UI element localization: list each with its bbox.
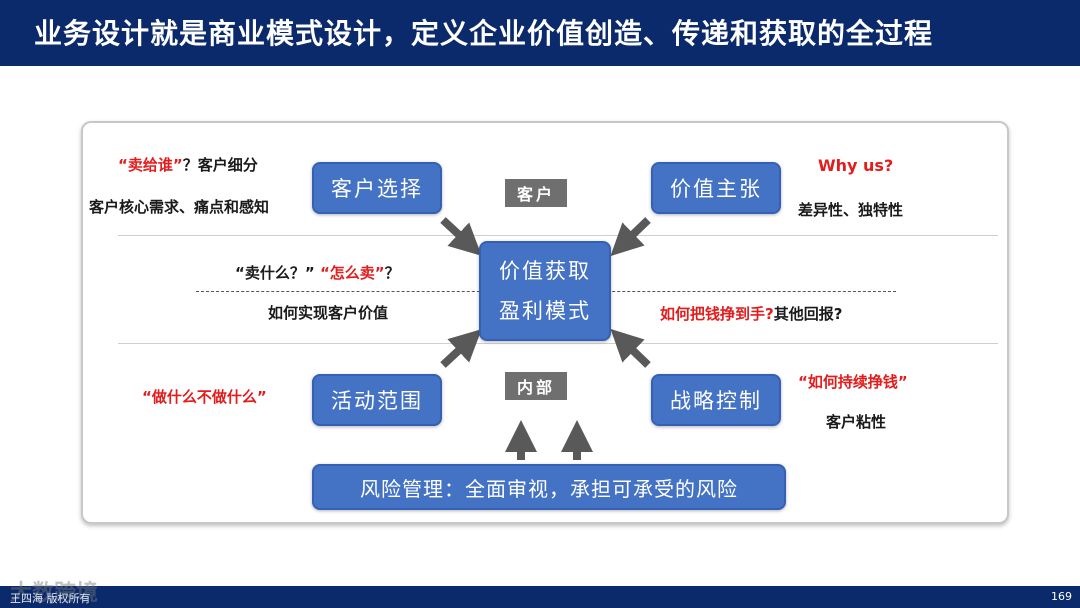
strategic-control-box: 战略控制 [651,374,781,426]
arrow-icon [610,217,651,257]
page-title: 业务设计就是商业模式设计，定义企业价值创造、传递和获取的全过程 [34,17,934,50]
arrow-icon [440,217,482,256]
title-bar: 业务设计就是商业模式设计，定义企业价值创造、传递和获取的全过程 [0,0,1080,66]
internal-tag: 内部 [505,372,567,400]
value-proposition-box: 价值主张 [651,162,781,214]
sell-to-whom-annotation: “卖给谁”？客户细分 [118,156,258,174]
separator-bottom [118,343,998,344]
sustain-earning-annotation: “如何持续挣钱” [798,373,908,391]
differentiation-annotation: 差异性、独特性 [798,201,904,219]
value-proposition-label: 价值主张 [670,177,762,201]
why-us-annotation: Why us? [818,156,894,175]
sell-what-annotation: “卖什么？” “怎么卖”？ [235,264,400,282]
get-money-annotation: 如何把钱挣到手?其他回报? [660,305,843,323]
activity-scope-box: 活动范围 [312,374,442,426]
page-number: 169 [1051,590,1072,603]
watermark: 大数跨境 [10,581,99,606]
customer-selection-box: 客户选择 [312,162,442,214]
separator-top [118,235,998,236]
strategic-control-label: 战略控制 [670,389,762,413]
copyright-text: 王四海 版权所有 [10,592,91,605]
footer-bar [0,586,1080,608]
stickiness-annotation: 客户粘性 [826,413,887,431]
value-capture-line1: 价值获取 [499,259,591,283]
risk-management-box: 风险管理：全面审视，承担可承受的风险 [312,464,786,510]
customer-tag: 客户 [505,179,567,207]
customer-needs-annotation: 客户核心需求、痛点和感知 [89,198,270,216]
activity-scope-label: 活动范围 [331,389,423,413]
value-capture-box: 价值获取 盈利模式 [479,241,611,341]
realize-value-annotation: 如何实现客户价值 [268,304,389,322]
risk-management-label: 风险管理：全面审视，承担可承受的风险 [360,476,738,501]
customer-selection-label: 客户选择 [331,177,423,201]
value-capture-line2: 盈利模式 [499,299,591,323]
arrow-icon [440,329,482,368]
arrow-icon [610,328,651,368]
do-not-do-annotation: “做什么不做什么” [142,388,267,406]
